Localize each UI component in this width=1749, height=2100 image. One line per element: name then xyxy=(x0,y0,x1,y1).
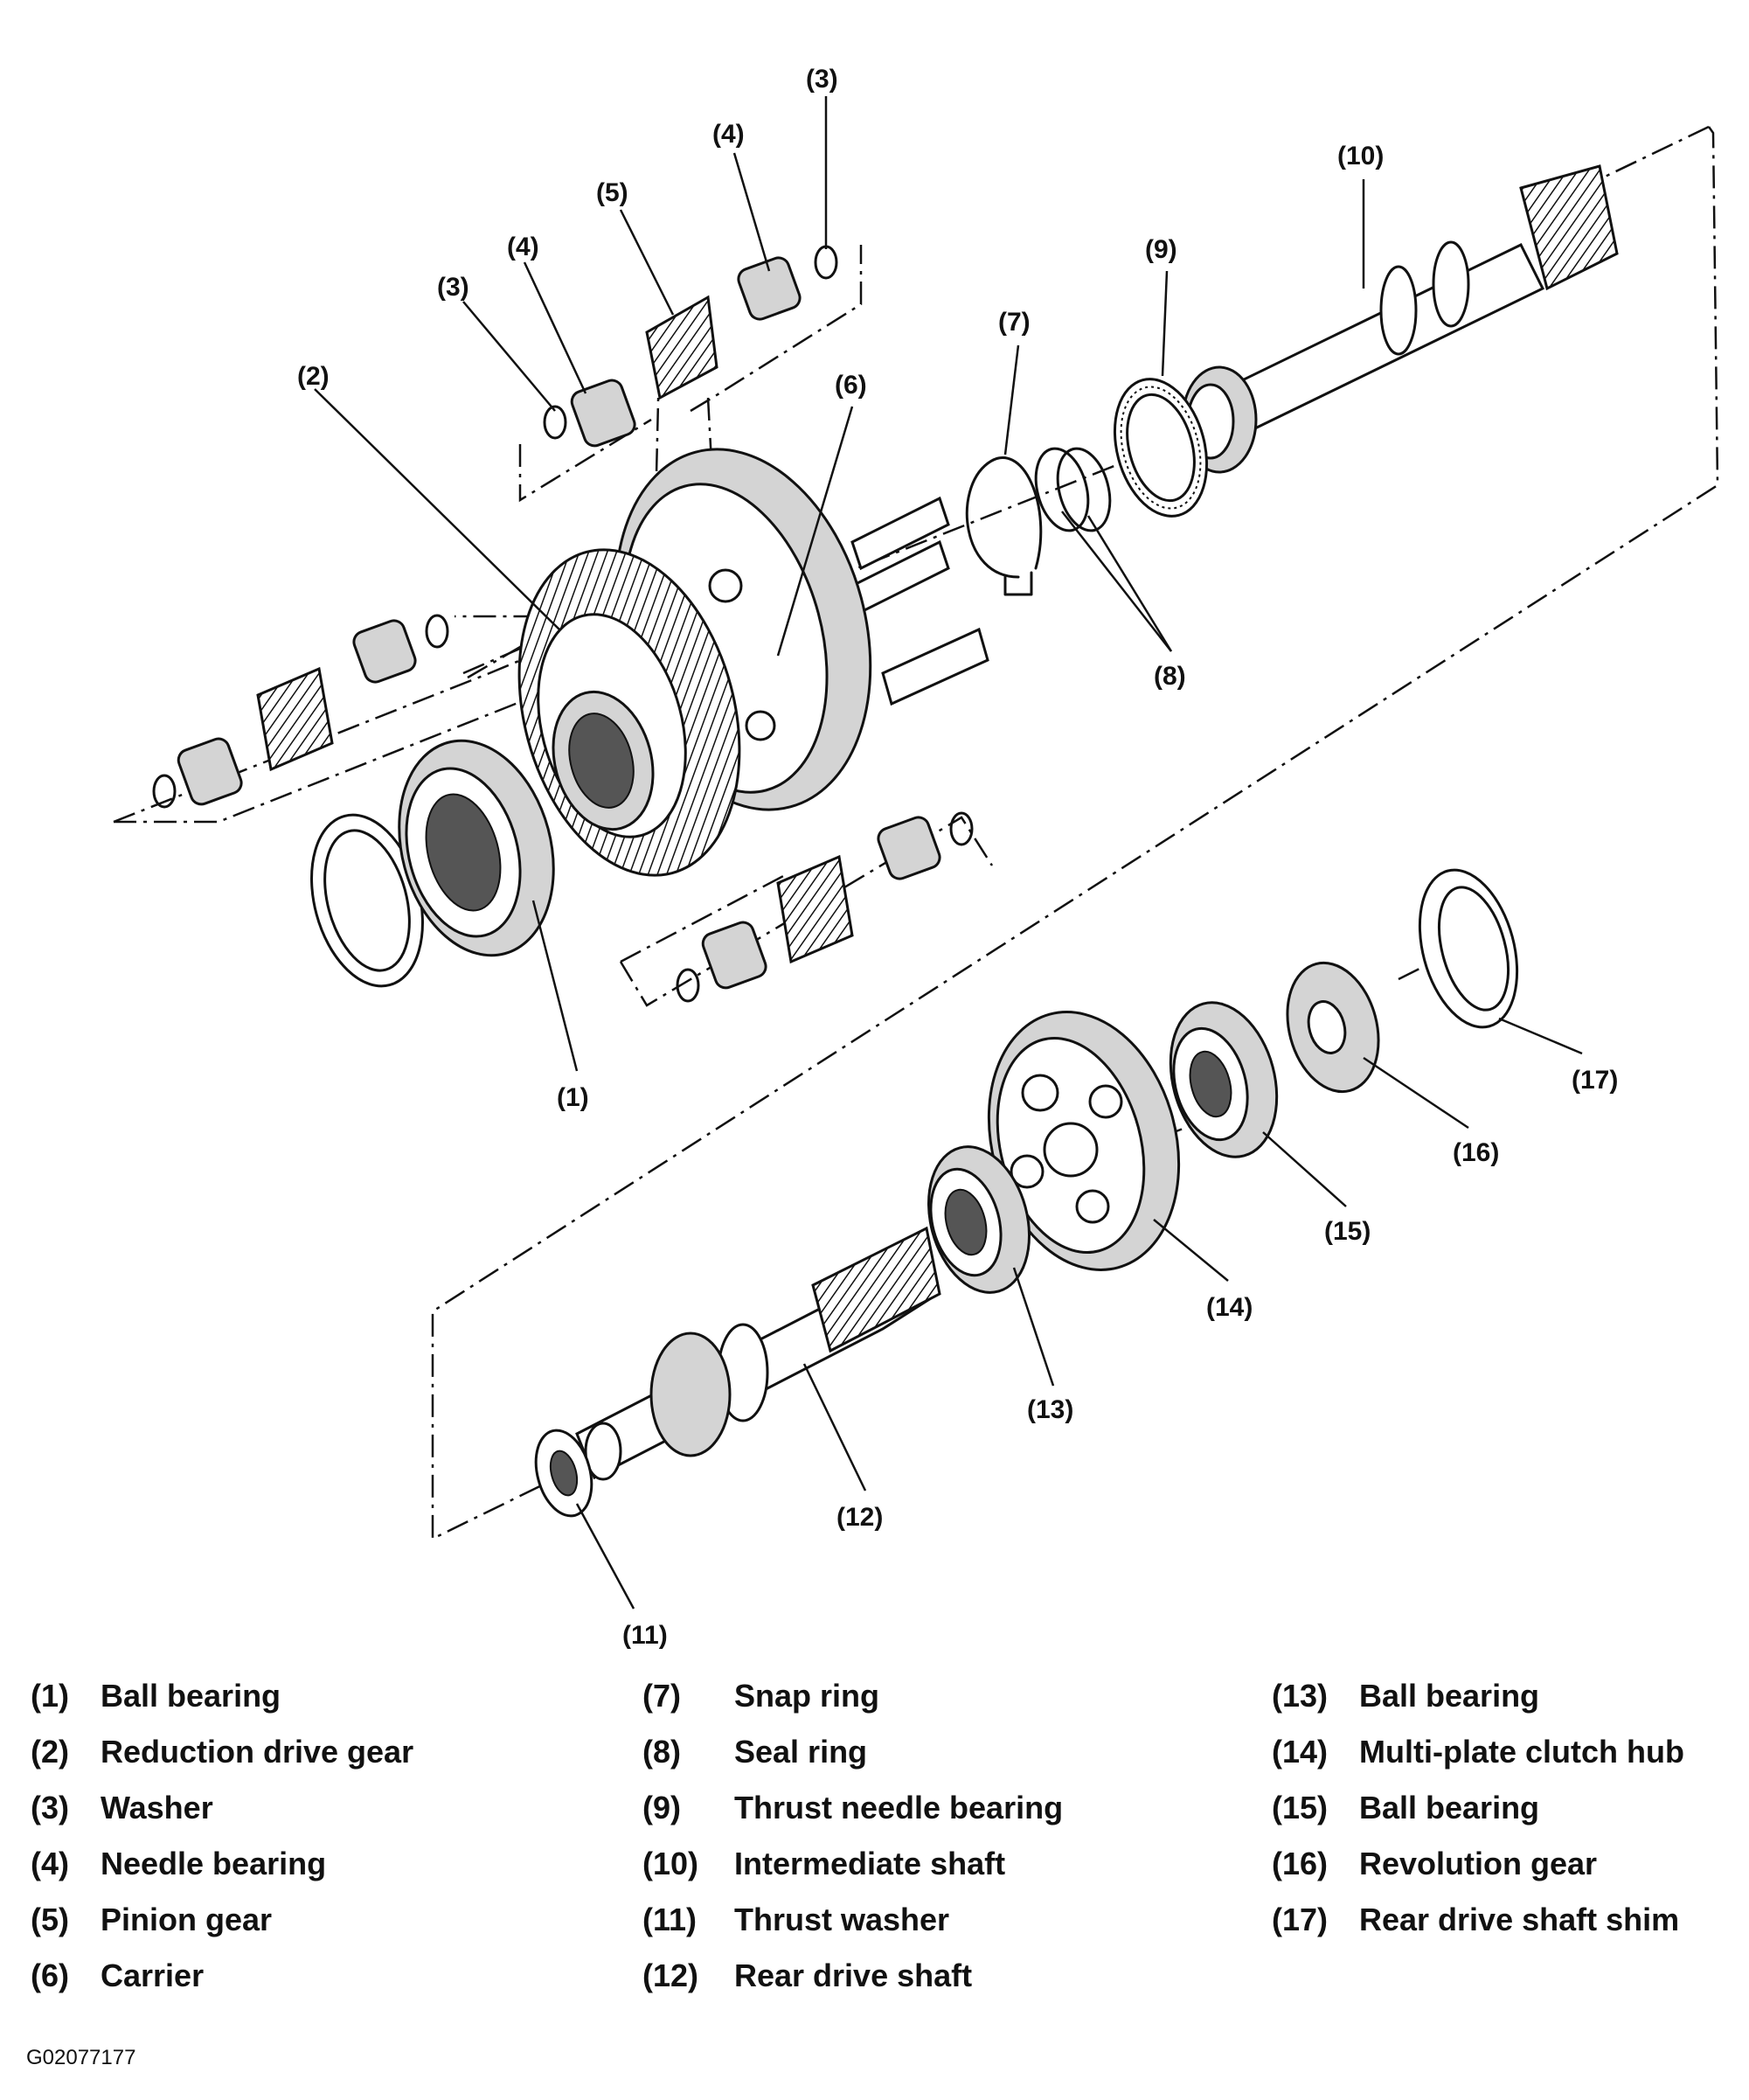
callout-2: (2) xyxy=(297,362,330,391)
carrier-pins xyxy=(850,496,989,706)
callout-5: (5) xyxy=(596,178,628,207)
callout-9: (9) xyxy=(1145,235,1177,264)
exploded-parts-diagram: (3) (4) (5) (4) (3) (2) (6) (7) (9) (10)… xyxy=(113,65,1719,1650)
callout-13: (13) xyxy=(1027,1395,1073,1424)
callout-17: (17) xyxy=(1572,1066,1618,1095)
callout-3-top: (3) xyxy=(806,65,838,94)
ball-bearing-13 xyxy=(927,1145,1031,1294)
callout-3: (3) xyxy=(437,273,469,302)
callout-1: (1) xyxy=(557,1083,589,1112)
callout-8: (8) xyxy=(1154,662,1186,691)
multi-plate-clutch-hub xyxy=(987,1011,1181,1271)
pinion-set-left xyxy=(152,614,449,809)
callout-15: (15) xyxy=(1324,1217,1371,1246)
callout-10: (10) xyxy=(1337,142,1384,170)
pinion-set-bottom xyxy=(676,811,974,1003)
parts-legend: (1) Ball bearing (2) Reduction drive gea… xyxy=(31,1678,1684,1993)
rear-drive-shaft xyxy=(575,1226,941,1481)
callout-14: (14) xyxy=(1206,1293,1253,1322)
thrust-needle-bearing xyxy=(1113,378,1209,518)
callout-11: (11) xyxy=(622,1621,668,1650)
callout-numbers: (3) (4) (5) (4) (3) (2) (6) (7) (9) (10)… xyxy=(297,65,1618,1650)
callout-6: (6) xyxy=(835,371,867,400)
snap-ring xyxy=(965,456,1043,596)
rear-drive-shaft-shim xyxy=(1418,868,1519,1029)
thrust-washer xyxy=(534,1429,593,1518)
ball-bearing-1 xyxy=(310,739,555,988)
pinion-set-top xyxy=(543,245,838,448)
reduction-drive-gear xyxy=(517,548,741,877)
callout-12: (12) xyxy=(836,1503,883,1532)
revolution-gear xyxy=(1286,961,1380,1094)
callout-4: (4) xyxy=(507,233,539,261)
callout-4-top: (4) xyxy=(712,120,745,149)
leader-lines xyxy=(314,96,1583,1610)
ball-bearing-15 xyxy=(1169,1001,1279,1158)
intermediate-shaft xyxy=(1181,164,1619,474)
callout-7: (7) xyxy=(998,308,1031,337)
callout-16: (16) xyxy=(1453,1138,1499,1167)
figure-identifier: G02077177 xyxy=(26,2046,136,2069)
seal-rings xyxy=(1034,447,1112,532)
